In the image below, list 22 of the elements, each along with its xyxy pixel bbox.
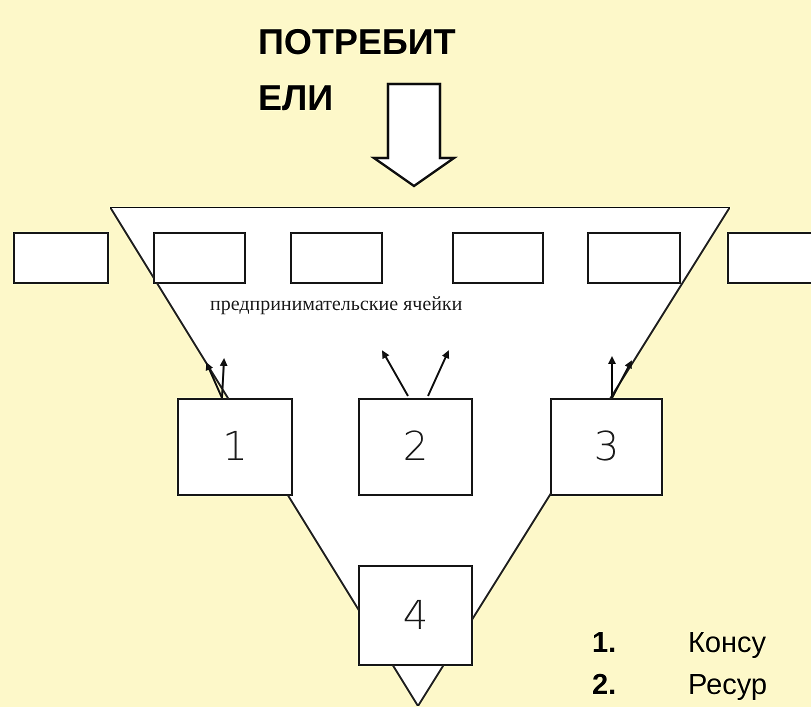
- empty-box: [587, 232, 681, 284]
- numbered-box: 2: [358, 398, 473, 496]
- numbered-box: 3: [550, 398, 663, 496]
- arrow: [608, 356, 616, 398]
- arrow: [382, 350, 409, 396]
- list-number: 1.: [592, 626, 616, 660]
- arrow: [611, 360, 632, 398]
- empty-box: [452, 232, 544, 284]
- empty-box: [13, 232, 109, 284]
- empty-box: [153, 232, 246, 284]
- title-label: ПОТРЕБИТЕЛИ: [258, 14, 458, 126]
- empty-box: [290, 232, 383, 284]
- arrow: [427, 350, 450, 396]
- funnel-label: предпринимательские ячейки: [210, 293, 462, 316]
- arrow: [206, 362, 223, 398]
- numbered-box: 1: [177, 398, 293, 496]
- list-number: 2.: [592, 668, 616, 702]
- block-arrow: [370, 82, 458, 188]
- list-text: Ресур: [688, 668, 767, 702]
- arrow: [220, 358, 228, 398]
- list-text: Консу: [688, 626, 766, 660]
- empty-box: [727, 232, 811, 284]
